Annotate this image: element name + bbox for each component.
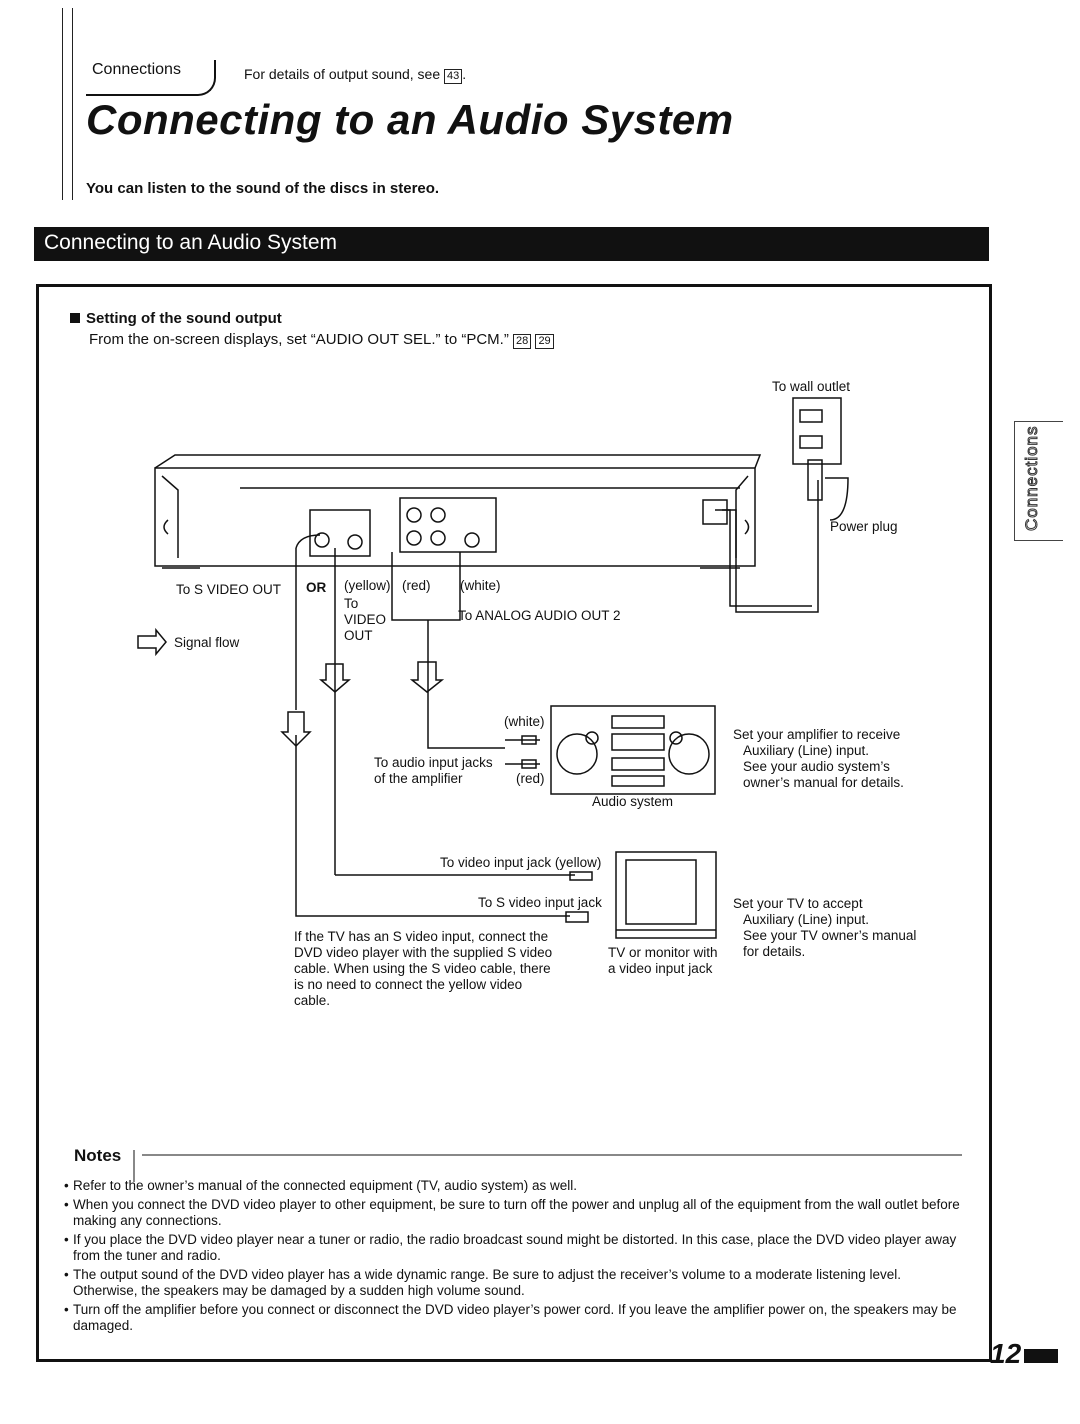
audio-input-label-1: To audio input jacks (374, 755, 493, 770)
setting-instruction: From the on-screen displays, set “AUDIO … (89, 331, 509, 348)
section-tab-underline (86, 60, 216, 96)
amp-note: Set your amplifier to receive Auxiliary … (733, 727, 904, 791)
output-note-text: For details of output sound, see (244, 66, 441, 82)
video-input-jack-label: To video input jack (yellow) (440, 855, 602, 870)
page-title: Connecting to an Audio System (86, 96, 734, 143)
s-video-input-jack-label: To S video input jack (478, 895, 602, 910)
signal-flow-label: Signal flow (174, 635, 240, 650)
tv-label-line: a video input jack (608, 961, 713, 976)
note-item: The output sound of the DVD video player… (64, 1267, 964, 1299)
note-item: When you connect the DVD video player to… (64, 1197, 964, 1229)
page-ref-icon: 43 (444, 69, 463, 84)
notes-list: Refer to the owner’s manual of the conne… (64, 1178, 964, 1337)
amp-note-line: Auxiliary (Line) input. (743, 743, 870, 758)
wall-outlet-label: To wall outlet (772, 379, 851, 394)
power-plug-label: Power plug (830, 519, 898, 534)
signal-flow-arrows (137, 627, 445, 748)
note-item: Turn off the amplifier before you connec… (64, 1302, 964, 1334)
page-number-bar (1024, 1349, 1058, 1363)
amp-note-line: See your audio system’s (743, 759, 890, 774)
page-number: 12 (990, 1338, 1022, 1369)
page-subtitle: You can listen to the sound of the discs… (86, 180, 440, 197)
s-video-note-line: DVD video player with the supplied S vid… (294, 945, 553, 960)
video-out-label-3: OUT (344, 628, 373, 643)
section-banner-title: Connecting to an Audio System (44, 231, 338, 254)
section-tab-label: Connections (92, 61, 181, 78)
or-label: OR (306, 580, 327, 595)
red-label: (red) (402, 578, 431, 593)
tv-note-line: for details. (743, 944, 806, 959)
tv-note-line: Auxiliary (Line) input. (743, 912, 870, 927)
s-video-out-label: To S VIDEO OUT (176, 582, 282, 597)
page-ref-icon: 29 (535, 334, 554, 349)
setting-heading: Setting of the sound output (70, 310, 282, 327)
tv-label-line: TV or monitor with (608, 945, 718, 960)
notes-heading: Notes (74, 1146, 122, 1165)
amp-note-line: Set your amplifier to receive (733, 727, 901, 742)
amp-note-line: owner’s manual for details. (743, 775, 904, 790)
video-out-label-2: VIDEO (344, 612, 387, 627)
audio-system-label: Audio system (592, 794, 674, 809)
s-video-note-line: cable. (294, 993, 331, 1008)
s-video-note-line: cable. When using the S video cable, the… (294, 961, 551, 976)
margin-rule (62, 8, 63, 200)
yellow-label: (yellow) (344, 578, 391, 593)
power-cable (715, 397, 849, 613)
content-frame (36, 284, 992, 1362)
s-video-note-line: If the TV has an S video input, connect … (294, 929, 549, 944)
analog-audio-out-label: To ANALOG AUDIO OUT 2 (458, 608, 621, 623)
setting-text: From the on-screen displays, set “AUDIO … (89, 331, 554, 349)
dvd-player-illustration (154, 454, 762, 569)
white-label: (white) (460, 578, 501, 593)
amp-red-label: (red) (516, 771, 545, 786)
side-tab-label: Connections (1022, 425, 1042, 532)
margin-rule (72, 8, 73, 200)
audio-system-illustration (505, 705, 716, 795)
output-note: For details of output sound, see 43. (244, 66, 467, 84)
side-tab (1014, 421, 1063, 541)
s-video-note: If the TV has an S video input, connect … (294, 929, 552, 1009)
square-bullet-icon (70, 313, 80, 323)
audio-input-label-2: of the amplifier (374, 771, 463, 786)
page-ref-icon: 28 (513, 334, 532, 349)
tv-illustration (565, 851, 717, 939)
tv-note: Set your TV to accept Auxiliary (Line) i… (733, 896, 916, 960)
tv-note-line: See your TV owner’s manual (743, 928, 917, 943)
tv-note-line: Set your TV to accept (733, 896, 863, 911)
s-video-note-line: is no need to connect the yellow video (294, 977, 523, 992)
note-item: Refer to the owner’s manual of the conne… (64, 1178, 964, 1194)
tv-label: TV or monitor with a video input jack (608, 945, 718, 977)
signal-cables (295, 534, 575, 917)
note-item: If you place the DVD video player near a… (64, 1232, 964, 1264)
video-out-label-1: To (344, 596, 359, 611)
section-tab: Connections (92, 61, 181, 79)
setting-heading-text: Setting of the sound output (86, 310, 282, 327)
amp-white-label: (white) (504, 714, 545, 729)
section-banner: Connecting to an Audio System (34, 227, 989, 261)
